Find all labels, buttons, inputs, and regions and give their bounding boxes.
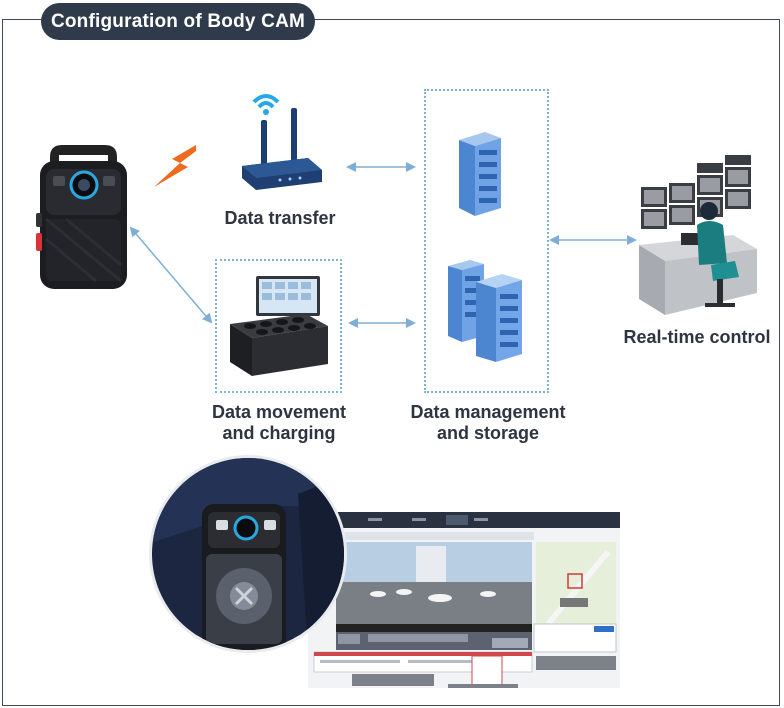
server-rack-icon	[448, 260, 522, 362]
label-data-management-line1: Data management	[410, 402, 566, 422]
diagram-frame	[2, 19, 780, 706]
label-data-movement-line1: Data movement	[211, 402, 347, 422]
lightning-icon	[154, 145, 196, 187]
storage-box	[424, 89, 549, 393]
server-tower-icon	[459, 132, 501, 216]
label-data-transfer: Data transfer	[224, 208, 336, 228]
label-realtime-control: Real-time control	[623, 327, 771, 347]
charging-dock-icon	[230, 276, 328, 376]
arrow-camera-charging	[129, 226, 213, 324]
software-screenshot	[308, 512, 620, 688]
body-camera-icon	[36, 145, 127, 289]
charging-box	[215, 259, 342, 393]
label-data-movement: Data movement and charging	[200, 402, 358, 444]
control-room-icon	[639, 155, 757, 315]
wifi-router-icon	[242, 94, 322, 190]
label-data-management: Data management and storage	[398, 402, 578, 444]
diagram-title: Configuration of Body CAM	[41, 3, 315, 40]
label-data-movement-line2: and charging	[222, 423, 336, 443]
body-cam-closeup-photo	[149, 455, 347, 653]
label-data-management-line2: and storage	[436, 423, 540, 443]
